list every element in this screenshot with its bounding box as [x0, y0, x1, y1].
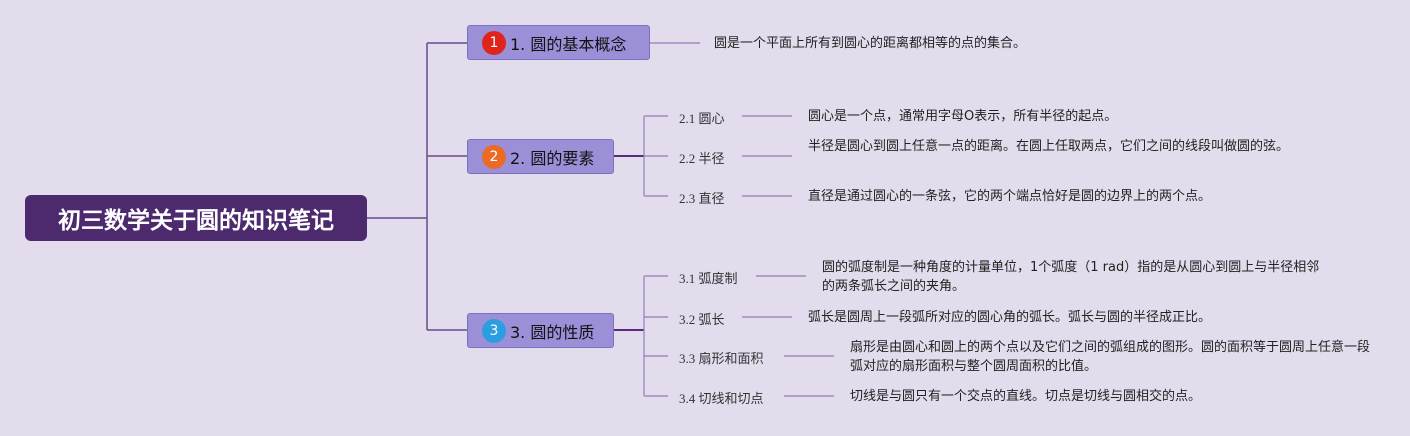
leaf-desc-basic-concept: 圆是一个平面上所有到圆心的距离都相等的点的集合。 — [714, 36, 1027, 51]
sub-topic-center[interactable]: 2.1 圆心 — [679, 111, 725, 126]
leaf-desc-arc-length: 弧长是圆周上一段弧所对应的圆心角的弧长。弧长与圆的半径成正比。 — [808, 310, 1212, 325]
branch-label: 3. 圆的性质 — [510, 322, 595, 342]
branch-elements[interactable]: 2 2. 圆的要素 — [467, 139, 614, 174]
number-2-icon: 2 — [482, 144, 506, 169]
leaf-desc-radian: 圆的弧度制是一种角度的计量单位，1个弧度（1 rad）指的是从圆心到圆上与半径相… — [822, 260, 1320, 294]
branch-label: 1. 圆的基本概念 — [510, 34, 627, 54]
sub-topic-arc-length[interactable]: 3.2 弧长 — [679, 312, 725, 327]
number-1-icon: 1 — [482, 30, 506, 55]
leaf-desc-tangent: 切线是与圆只有一个交点的直线。切点是切线与圆相交的点。 — [850, 389, 1202, 404]
number-3-icon: 3 — [482, 318, 506, 343]
sub-topic-tangent[interactable]: 3.4 切线和切点 — [679, 391, 764, 406]
branch-basic-concept[interactable]: 1 1. 圆的基本概念 — [467, 25, 650, 60]
branch-label: 2. 圆的要素 — [510, 148, 595, 168]
leaf-desc-center: 圆心是一个点，通常用字母O表示，所有半径的起点。 — [808, 109, 1118, 124]
branch-properties[interactable]: 3 3. 圆的性质 — [467, 313, 614, 348]
sub-topic-diameter[interactable]: 2.3 直径 — [679, 191, 725, 206]
sub-topic-sector-area[interactable]: 3.3 扇形和面积 — [679, 351, 764, 366]
leaf-desc-radius: 半径是圆心到圆上任意一点的距离。在圆上任取两点，它们之间的线段叫做圆的弦。 — [808, 139, 1290, 154]
leaf-desc-sector-area: 扇形是由圆心和圆上的两个点以及它们之间的弧组成的图形。圆的面积等于圆周上任意一段… — [850, 340, 1371, 374]
leaf-desc-diameter: 直径是通过圆心的一条弦，它的两个端点恰好是圆的边界上的两个点。 — [808, 189, 1212, 204]
root-topic[interactable]: 初三数学关于圆的知识笔记 — [25, 195, 367, 241]
sub-topic-radius[interactable]: 2.2 半径 — [679, 151, 725, 166]
root-title: 初三数学关于圆的知识笔记 — [58, 208, 334, 234]
sub-topic-radian[interactable]: 3.1 弧度制 — [679, 271, 738, 286]
